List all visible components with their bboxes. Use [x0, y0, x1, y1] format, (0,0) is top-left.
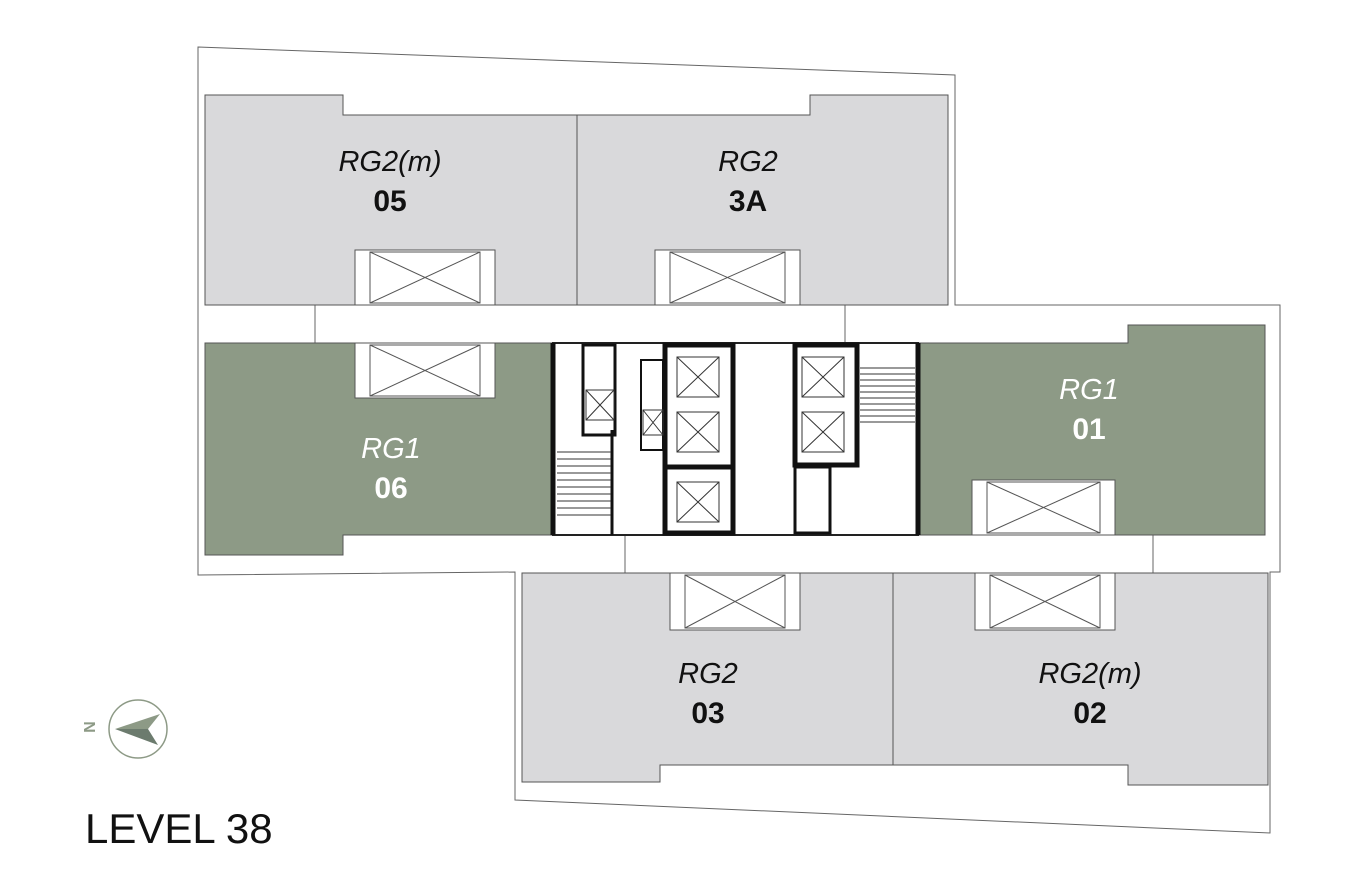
compass-letter: N [79, 721, 97, 733]
unit-number: 06 [374, 472, 408, 505]
building-core [550, 342, 921, 536]
void-opening [369, 344, 481, 397]
lift-icon [676, 356, 720, 398]
unit-number: 3A [728, 185, 768, 218]
void-opening [669, 251, 786, 304]
unit-type: RG1 [361, 433, 421, 465]
void-opening [989, 574, 1101, 629]
unit-type: RG2 [718, 146, 778, 178]
unit-number: 01 [1072, 413, 1106, 446]
void-opening [684, 574, 786, 629]
unit-number: 05 [373, 185, 407, 218]
unit-type: RG2(m) [1038, 658, 1142, 690]
void-opening [369, 251, 481, 304]
north-arrow-icon [108, 699, 168, 759]
building-outline [197, 46, 1281, 834]
unit-number: 02 [1073, 697, 1107, 730]
lift-icon [642, 409, 664, 436]
unit-label-02: RG2(m) 02 [990, 658, 1190, 731]
lift-icon [801, 356, 845, 398]
void-opening [986, 481, 1101, 534]
unit-number: 03 [691, 697, 725, 730]
unit-type: RG2(m) [338, 146, 442, 178]
lift-icon [801, 411, 845, 453]
lift-icon [585, 389, 615, 421]
unit-type: RG1 [1059, 374, 1119, 406]
unit-type: RG2 [678, 658, 738, 690]
level-title: LEVEL 38 [85, 805, 273, 852]
unit-label-05: RG2(m) 05 [290, 146, 490, 219]
lift-icon [676, 481, 720, 523]
lift-icon [676, 411, 720, 453]
